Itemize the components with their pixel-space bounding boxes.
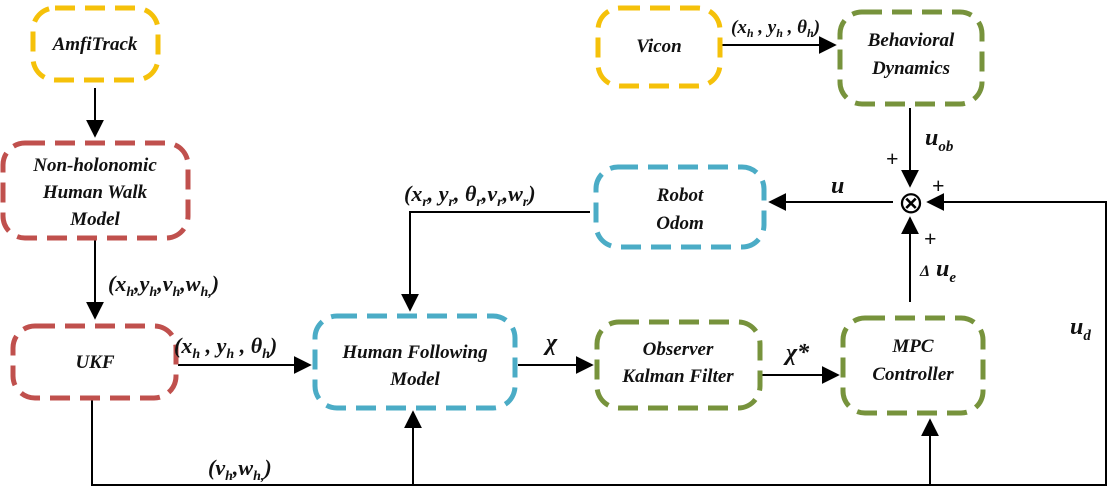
node-amfitrack: AmfiTrack <box>30 5 161 83</box>
math-labels: (xh,yh,vh,wh,) (xh , yh , θh) (xr, yr, θ… <box>108 17 1091 484</box>
node-human-following: Human Following Model <box>312 313 518 411</box>
amfitrack-label: AmfiTrack <box>52 34 138 55</box>
label-u-ob: uob <box>925 125 954 155</box>
behavioral-line-2: Dynamics <box>871 58 950 79</box>
label-chi: χ <box>543 330 558 356</box>
walk-model-line-1: Non-holonomic <box>32 155 157 176</box>
vicon-label: Vicon <box>636 36 681 57</box>
vicon-box <box>595 5 723 89</box>
label-vicon-pose: (xh , yh , θh) <box>731 17 820 40</box>
human-following-line-1: Human Following <box>341 342 487 363</box>
walk-model-line-2: Human Walk <box>42 182 148 203</box>
node-robot-odom: Robot Odom <box>593 164 767 250</box>
edge-robot-odom-to-human-following <box>401 211 590 312</box>
label-chi-star: χ* <box>783 340 810 366</box>
node-vicon: Vicon <box>595 5 723 89</box>
observer-line-1: Observer <box>643 339 714 360</box>
amfitrack-box <box>30 5 161 83</box>
robot-odom-box <box>593 164 767 250</box>
label-walk-state: (xh,yh,vh,wh,) <box>108 271 219 300</box>
edge-feedback-ud <box>91 193 1107 486</box>
walk-model-line-3: Model <box>69 209 120 230</box>
label-robot-state: (xr, yr, θr,vr,wr) <box>404 181 536 210</box>
walk-model-box <box>0 140 191 241</box>
label-feedback-velocity: (vh,wh,) <box>208 455 272 484</box>
observer-box <box>594 319 763 411</box>
edges <box>86 36 1107 486</box>
label-plus-bottom: + <box>924 226 937 251</box>
mpc-box <box>840 315 986 416</box>
observer-line-2: Kalman Filter <box>621 366 734 387</box>
label-u-d: ud <box>1070 314 1091 344</box>
robot-odom-line-1: Robot <box>656 185 704 206</box>
node-ukf: UKF <box>10 323 179 401</box>
node-walk-model: Non-holonomic Human Walk Model <box>0 140 191 241</box>
mpc-line-1: MPC <box>891 336 934 357</box>
label-plus-top: + <box>886 146 899 171</box>
human-following-box <box>312 313 518 411</box>
behavioral-line-1: Behavioral <box>867 30 955 51</box>
robot-odom-line-2: Odom <box>656 213 704 234</box>
ukf-box <box>10 323 179 401</box>
label-delta-u-e: Δ ue <box>919 256 956 286</box>
ukf-label: UKF <box>75 352 114 373</box>
node-mpc: MPC Controller <box>840 315 986 416</box>
label-ukf-pose: (xh , yh , θh) <box>174 333 277 362</box>
label-plus-right: + <box>932 173 945 198</box>
node-behavioral: Behavioral Dynamics <box>837 9 985 107</box>
summing-junction: ⊗ <box>898 185 924 221</box>
mpc-line-2: Controller <box>872 364 954 385</box>
sum-symbol: ⊗ <box>898 185 924 221</box>
label-u: u <box>831 173 844 199</box>
node-observer: Observer Kalman Filter <box>594 319 763 411</box>
human-following-line-2: Model <box>389 369 440 390</box>
behavioral-box <box>837 9 985 107</box>
